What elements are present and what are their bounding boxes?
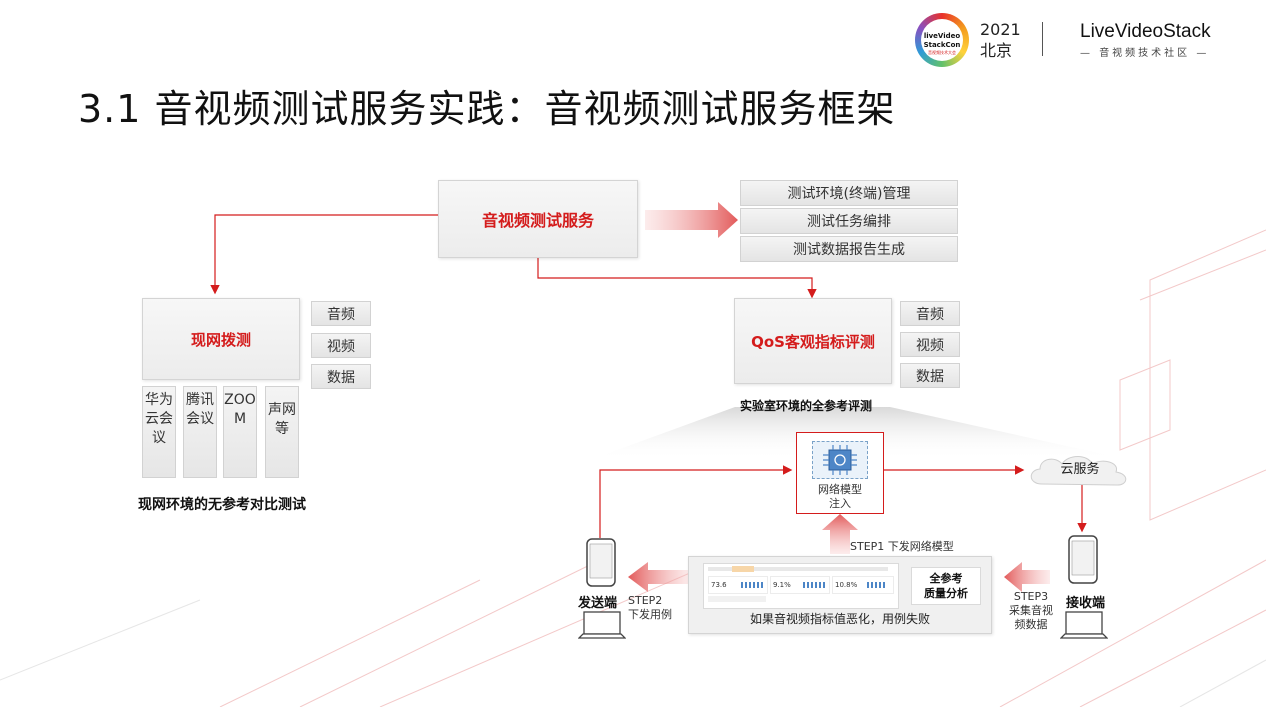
network-model-box: 网络模型 注入 [796, 432, 884, 514]
event-logo-text-2: StackCon [923, 41, 961, 49]
header-city: 北京 [980, 41, 1013, 60]
live-probe-label: 现网拨测 [190, 330, 251, 349]
event-logo: liveVideo StackCon 音视频技术大会 [915, 13, 969, 67]
cloud-label: 云服务 [1060, 462, 1100, 477]
brand-name: LiveVideoStack [1080, 21, 1211, 42]
cloud-icon [1030, 456, 1127, 486]
dashboard-value-2: 9.1% [773, 581, 791, 589]
qos-label: QoS客观指标评测 [751, 332, 875, 351]
av-test-service-label: 音视频测试服务 [481, 211, 594, 230]
left-item-audio: 音频 [311, 301, 371, 326]
chip-icon [812, 441, 868, 479]
sender-phone-icon [586, 538, 616, 587]
header-year: 2021 [980, 20, 1021, 39]
sender-label: 发送端 [578, 596, 618, 611]
left-item-data: 数据 [311, 364, 371, 389]
brand-logo: LiveVideoStack [1080, 20, 1211, 43]
dashboard-row [708, 596, 766, 602]
analysis-panel: 73.6 9.1% 10.8% 全参考 质量分析 如果音视频指标值恶化，用例失败 [688, 556, 992, 634]
av-test-service-box: 音视频测试服务 [438, 180, 638, 258]
dashboard-value-3: 10.8% [835, 581, 858, 589]
left-item-video: 视频 [311, 333, 371, 358]
service-item-report: 测试数据报告生成 [740, 236, 958, 262]
dashboard-card-2: 9.1% [770, 576, 830, 594]
sender-laptop-icon [578, 611, 626, 639]
page-title: 3.1 音视频测试服务实践：音视频测试服务框架 [78, 87, 896, 131]
live-probe-box: 现网拨测 [142, 298, 300, 380]
step3-label: STEP3 采集音视 频数据 [1009, 590, 1053, 631]
network-model-label: 网络模型 注入 [818, 483, 862, 510]
dashboard-card-3: 10.8% [832, 576, 894, 594]
right-item-audio: 音频 [900, 301, 960, 326]
vendor-huawei: 华为云会议 [142, 386, 176, 478]
dashboard-tabs [708, 567, 888, 571]
header-divider [1042, 22, 1043, 56]
full-ref-analysis-label: 全参考 质量分析 [924, 572, 968, 600]
brand-subtitle: — 音视频技术社区 — [1080, 48, 1210, 59]
right-caption: 实验室环境的全参考评测 [740, 399, 873, 413]
dashboard-value-1: 73.6 [711, 581, 727, 589]
receiver-laptop-icon [1060, 611, 1108, 639]
service-item-env: 测试环境(终端)管理 [740, 180, 958, 206]
fail-condition-note: 如果音视频指标值恶化，用例失败 [749, 612, 930, 626]
full-ref-analysis-box: 全参考 质量分析 [911, 567, 981, 605]
dashboard-screenshot: 73.6 9.1% 10.8% [703, 563, 899, 609]
step1-label: STEP1 下发网络模型 [850, 540, 954, 553]
dashboard-spark-1 [741, 582, 763, 588]
receiver-label: 接收端 [1066, 596, 1106, 611]
vendor-agora: 声网等 [265, 386, 299, 478]
dashboard-spark-3 [867, 582, 887, 588]
right-item-data: 数据 [900, 363, 960, 388]
receiver-phone-icon [1068, 535, 1098, 584]
dashboard-tab-active [732, 566, 754, 572]
dashboard-card-1: 73.6 [708, 576, 768, 594]
brand-subtitle-text: 音视频技术社区 [1099, 48, 1191, 59]
right-item-video: 视频 [900, 332, 960, 357]
service-item-orchestration: 测试任务编排 [740, 208, 958, 234]
vendor-zoom: ZOOM [223, 386, 257, 478]
left-caption: 现网环境的无参考对比测试 [138, 497, 306, 513]
event-logo-subtext: 音视频技术大会 [928, 50, 956, 55]
event-logo-text: liveVideo [923, 32, 961, 40]
vendor-tencent: 腾讯会议 [183, 386, 217, 478]
dashboard-spark-2 [803, 582, 825, 588]
qos-box: QoS客观指标评测 [734, 298, 892, 384]
step2-label: STEP2 下发用例 [628, 594, 672, 621]
